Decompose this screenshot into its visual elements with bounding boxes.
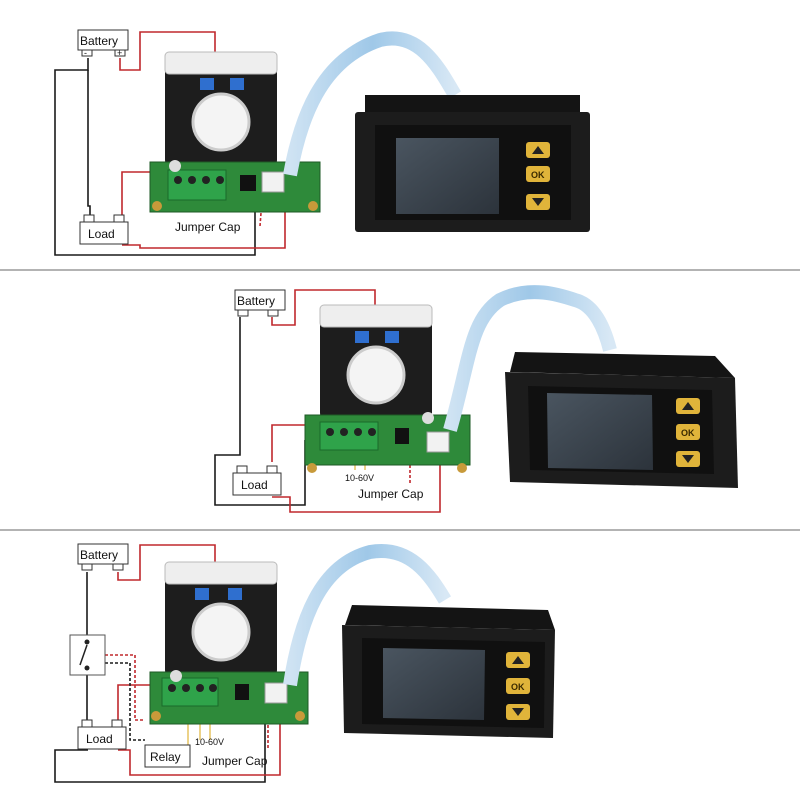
meter-display-icon: OK <box>355 95 590 232</box>
terminal-block <box>161 677 219 707</box>
arrow-up-icon <box>532 146 544 154</box>
meter-screen <box>547 393 653 470</box>
arrow-down-icon <box>512 708 524 716</box>
load-label: Load <box>88 227 115 241</box>
relay-switch <box>69 634 106 676</box>
connector-plug <box>426 431 450 453</box>
up-button[interactable] <box>526 142 550 158</box>
relay-label: Relay <box>150 750 181 764</box>
connector-plug <box>261 171 285 193</box>
down-button[interactable] <box>506 704 530 720</box>
battery-label: Battery <box>237 294 275 308</box>
svg-text:-: - <box>84 48 87 58</box>
sensor-pcb <box>304 412 471 473</box>
panel-1: Battery - + Load <box>54 29 590 256</box>
load-box: Load <box>77 719 127 750</box>
load-box: Load <box>79 214 129 245</box>
ok-button[interactable]: OK <box>526 166 550 182</box>
ok-label: OK <box>681 428 695 438</box>
jumper-cap-label: Jumper Cap <box>175 220 241 234</box>
battery-box: Battery <box>234 289 286 317</box>
arrow-down-icon <box>682 455 694 463</box>
terminal-block <box>167 169 227 201</box>
hall-sensor-icon <box>319 304 433 423</box>
load-label: Load <box>241 478 268 492</box>
relay-box: Relay <box>144 744 191 768</box>
jumper-cap-label: Jumper Cap <box>202 754 268 768</box>
meter-screen <box>396 138 499 214</box>
up-button[interactable] <box>506 652 530 668</box>
up-button[interactable] <box>676 398 700 414</box>
hall-sensor-icon <box>164 51 278 170</box>
voltage-range-label: 10-60V <box>195 737 224 747</box>
hall-sensor-icon <box>164 561 278 680</box>
load-label: Load <box>86 732 113 746</box>
battery-box: Battery <box>77 543 129 571</box>
arrow-down-icon <box>532 198 544 206</box>
battery-label: Battery <box>80 34 118 48</box>
battery-label: Battery <box>80 548 118 562</box>
ribbon-cable <box>443 285 617 432</box>
terminal-block <box>319 421 379 451</box>
meter-display-icon: OK <box>505 352 738 488</box>
battery-box: Battery - + <box>77 29 129 58</box>
panel-3: Battery Load Relay <box>54 543 555 783</box>
jumper-cap-label: Jumper Cap <box>358 487 424 501</box>
ribbon-cable <box>283 31 462 177</box>
meter-screen <box>383 648 485 720</box>
ribbon-cable <box>283 543 452 687</box>
sensor-pcb <box>149 670 309 725</box>
ok-button[interactable]: OK <box>676 424 700 440</box>
load-box: Load <box>232 465 282 496</box>
ok-label: OK <box>511 682 525 692</box>
sensor-pcb <box>149 160 321 213</box>
arrow-up-icon <box>682 402 694 410</box>
panel-2: Battery Load 10-60V Jumpe <box>214 285 738 513</box>
arrow-up-icon <box>512 656 524 664</box>
voltage-range-label: 10-60V <box>345 473 374 483</box>
ok-button[interactable]: OK <box>506 678 530 694</box>
down-button[interactable] <box>676 451 700 467</box>
connector-plug <box>264 682 288 704</box>
svg-text:+: + <box>117 48 122 58</box>
down-button[interactable] <box>526 194 550 210</box>
meter-display-icon: OK <box>342 605 555 738</box>
ok-label: OK <box>531 170 545 180</box>
